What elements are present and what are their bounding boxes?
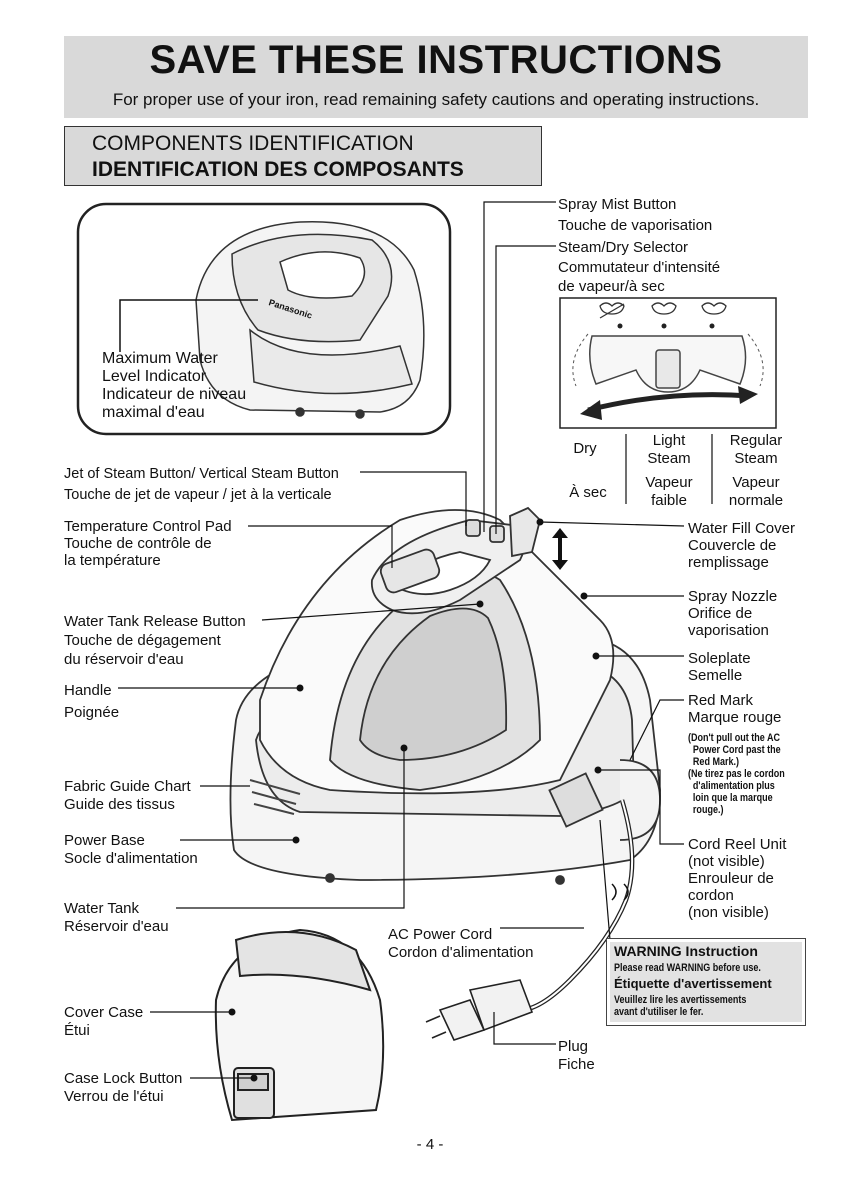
selector-slider: [589, 335, 747, 393]
temp-pad-label: Temperature Control Pad Touche de contrô…: [64, 518, 232, 569]
section-title-en: COMPONENTS IDENTIFICATION: [92, 132, 414, 155]
water-fill-label: Water Fill Cover Couvercle de remplissag…: [688, 520, 795, 571]
page-number: - 4 -: [416, 1136, 444, 1153]
warning-title-en: WARNING Instruction: [614, 943, 758, 959]
inset-iron: [195, 220, 425, 419]
cord-reel-label: Cord Reel Unit (not visible) Enrouleur d…: [688, 836, 787, 921]
table-dry: Dry: [573, 440, 597, 457]
main-iron: [229, 506, 661, 885]
handle-label: Handle Poignée: [64, 682, 120, 721]
spray-nozzle-label: Spray Nozzle Orifice de vaporisation: [688, 588, 778, 639]
section-title-fr: IDENTIFICATION DES COMPOSANTS: [92, 158, 464, 181]
callout-lines: [118, 201, 685, 1079]
table-light-steam: Light Steam: [647, 432, 691, 467]
steam-icons: [599, 302, 727, 319]
red-mark-label: Red Mark Marque rouge: [688, 692, 782, 726]
table-vapeur-normale: Vapeur normale: [728, 474, 784, 509]
max-water-label: Maximum Water Level Indicator Indicateur…: [102, 350, 247, 421]
soleplate-label: Soleplate Semelle: [688, 650, 751, 684]
cover-case-label: Cover Case Étui: [64, 1004, 144, 1039]
water-tank-label: Water Tank Réservoir d'eau: [64, 900, 169, 935]
warning-title-fr: Étiquette d'avertissement: [614, 976, 772, 991]
red-mark-note: (Don't pull out the AC Power Cord past t…: [688, 732, 785, 816]
case-lock-label: Case Lock Button Verrou de l'étui: [64, 1070, 183, 1105]
fabric-guide-label: Fabric Guide Chart Guide des tissus: [64, 778, 191, 813]
cover-case: [214, 928, 385, 1122]
page-title: SAVE THESE INSTRUCTIONS: [149, 38, 723, 82]
ac-cord-label: AC Power Cord Cordon d'alimentation: [388, 926, 534, 961]
header-banner: [64, 36, 808, 118]
warning-shade: [610, 942, 802, 1022]
section-header-box: [64, 126, 542, 186]
plug-label: Plug Fiche: [558, 1038, 595, 1073]
spray-mist-label: Spray Mist Button Touche de vaporisation: [558, 196, 713, 234]
table-regular-steam: Regular Steam: [729, 432, 783, 467]
warning-text-en: Please read WARNING before use.: [614, 962, 761, 974]
table-a-sec: À sec: [569, 484, 607, 501]
callout-dots: [228, 518, 602, 1082]
page-subtitle: For proper use of your iron, read remain…: [112, 90, 760, 109]
plug: [425, 979, 534, 1041]
warning-text-fr: Veuillez lire les avertissements avant d…: [614, 994, 747, 1018]
steam-dry-label: Steam/Dry Selector Commutateur d'intensi…: [558, 239, 721, 295]
jet-steam-label: Jet of Steam Button/ Vertical Steam Butt…: [64, 466, 339, 503]
table-vapeur-faible: Vapeur faible: [645, 474, 693, 509]
tank-release-label: Water Tank Release Button Touche de déga…: [64, 613, 246, 668]
power-base-label: Power Base Socle d'alimentation: [64, 832, 198, 867]
